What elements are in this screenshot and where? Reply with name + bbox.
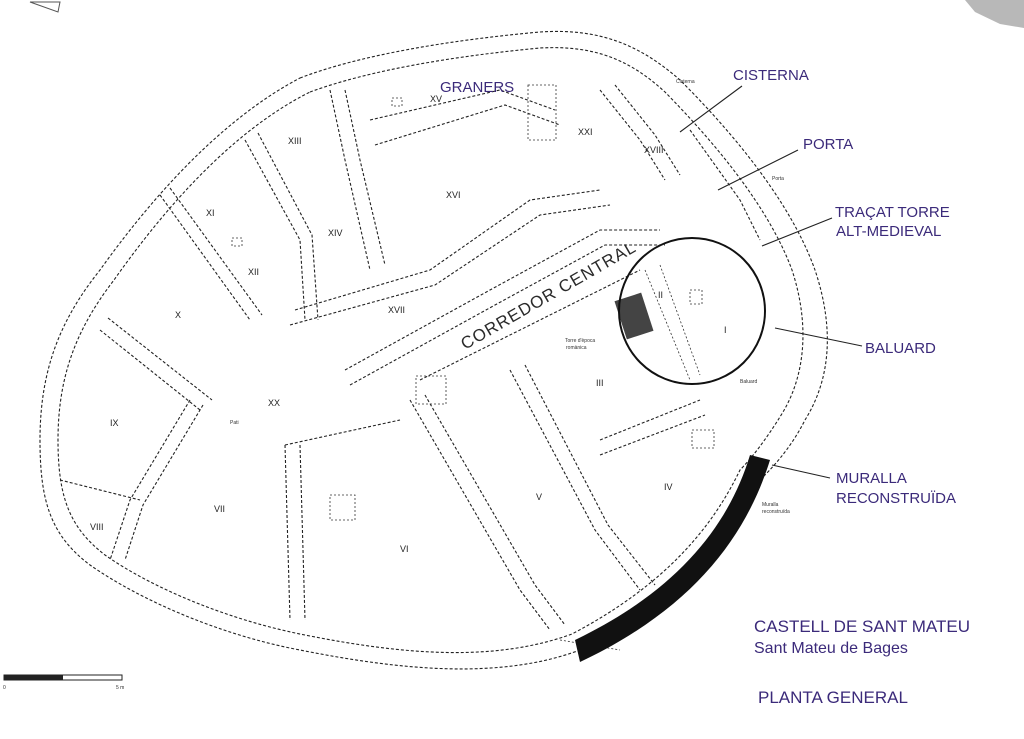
room-label-XXI: XXI [578,127,593,137]
small-label-cisterna: Cisterna [676,79,695,85]
room-label-V: V [536,492,542,502]
room-label-VII: VII [214,504,225,514]
room-label-I: I [724,325,727,335]
room-label-XI: XI [206,208,215,218]
room-label-XIV: XIV [328,228,343,238]
room-label-VI: VI [400,544,409,554]
room-label-XVIII: XVIII [644,145,664,155]
room-label-XII: XII [248,267,259,277]
small-label-muralla-line1: Muralla [762,502,779,508]
small-label-torre-line2: romànica [566,345,587,351]
room-label-XV: XV [430,94,442,104]
label-cisterna: CISTERNA [733,67,809,84]
leader-lines [679,85,863,479]
corner-marks [29,0,1024,28]
label-muralla-line1: MURALLA [836,470,907,487]
room-label-II: II [658,290,663,300]
room-label-XVI: XVI [446,190,461,200]
small-features [231,84,715,521]
room-label-IV: IV [664,482,673,492]
room-label-III: III [596,378,604,388]
room-label-VIII: VIII [90,522,104,532]
title-plan-type: PLANTA GENERAL [758,688,908,707]
small-label-pati: Pati [230,420,239,426]
baluard-circle [618,237,766,385]
outer-wall-inner-line [57,47,804,654]
room-label-X: X [175,310,181,320]
title-castle: CASTELL DE SANT MATEU [754,617,971,636]
small-label-muralla-line2: reconstruïda [762,509,790,515]
label-baluard: BALUARD [865,340,936,357]
label-porta: PORTA [803,136,853,153]
label-graners: GRANERS [440,79,514,96]
reconstructed-wall [575,455,770,662]
romanesque-tower-hatch [614,292,654,340]
room-label-XVII: XVII [388,305,405,315]
label-muralla-line2: RECONSTRUÏDA [836,490,956,507]
corridor-label: CORREDOR CENTRAL [458,237,640,353]
label-tracat-line2: ALT-MEDIEVAL [836,223,941,240]
label-tracat-line1: TRAÇAT TORRE [835,204,950,221]
small-label-porta: Porta [772,176,784,182]
scale-end: 5 m [116,685,124,691]
scale-start: 0 [3,685,6,691]
room-label-XX: XX [268,398,280,408]
scale-bar: 0 5 m [3,674,124,691]
title-location: Sant Mateu de Bages [754,640,908,657]
room-label-XIII: XIII [288,136,302,146]
internal-walls [59,84,761,651]
small-label-torre-line1: Torre d'època [565,338,595,344]
small-label-baluard: Baluard [740,379,757,385]
room-label-IX: IX [110,418,119,428]
